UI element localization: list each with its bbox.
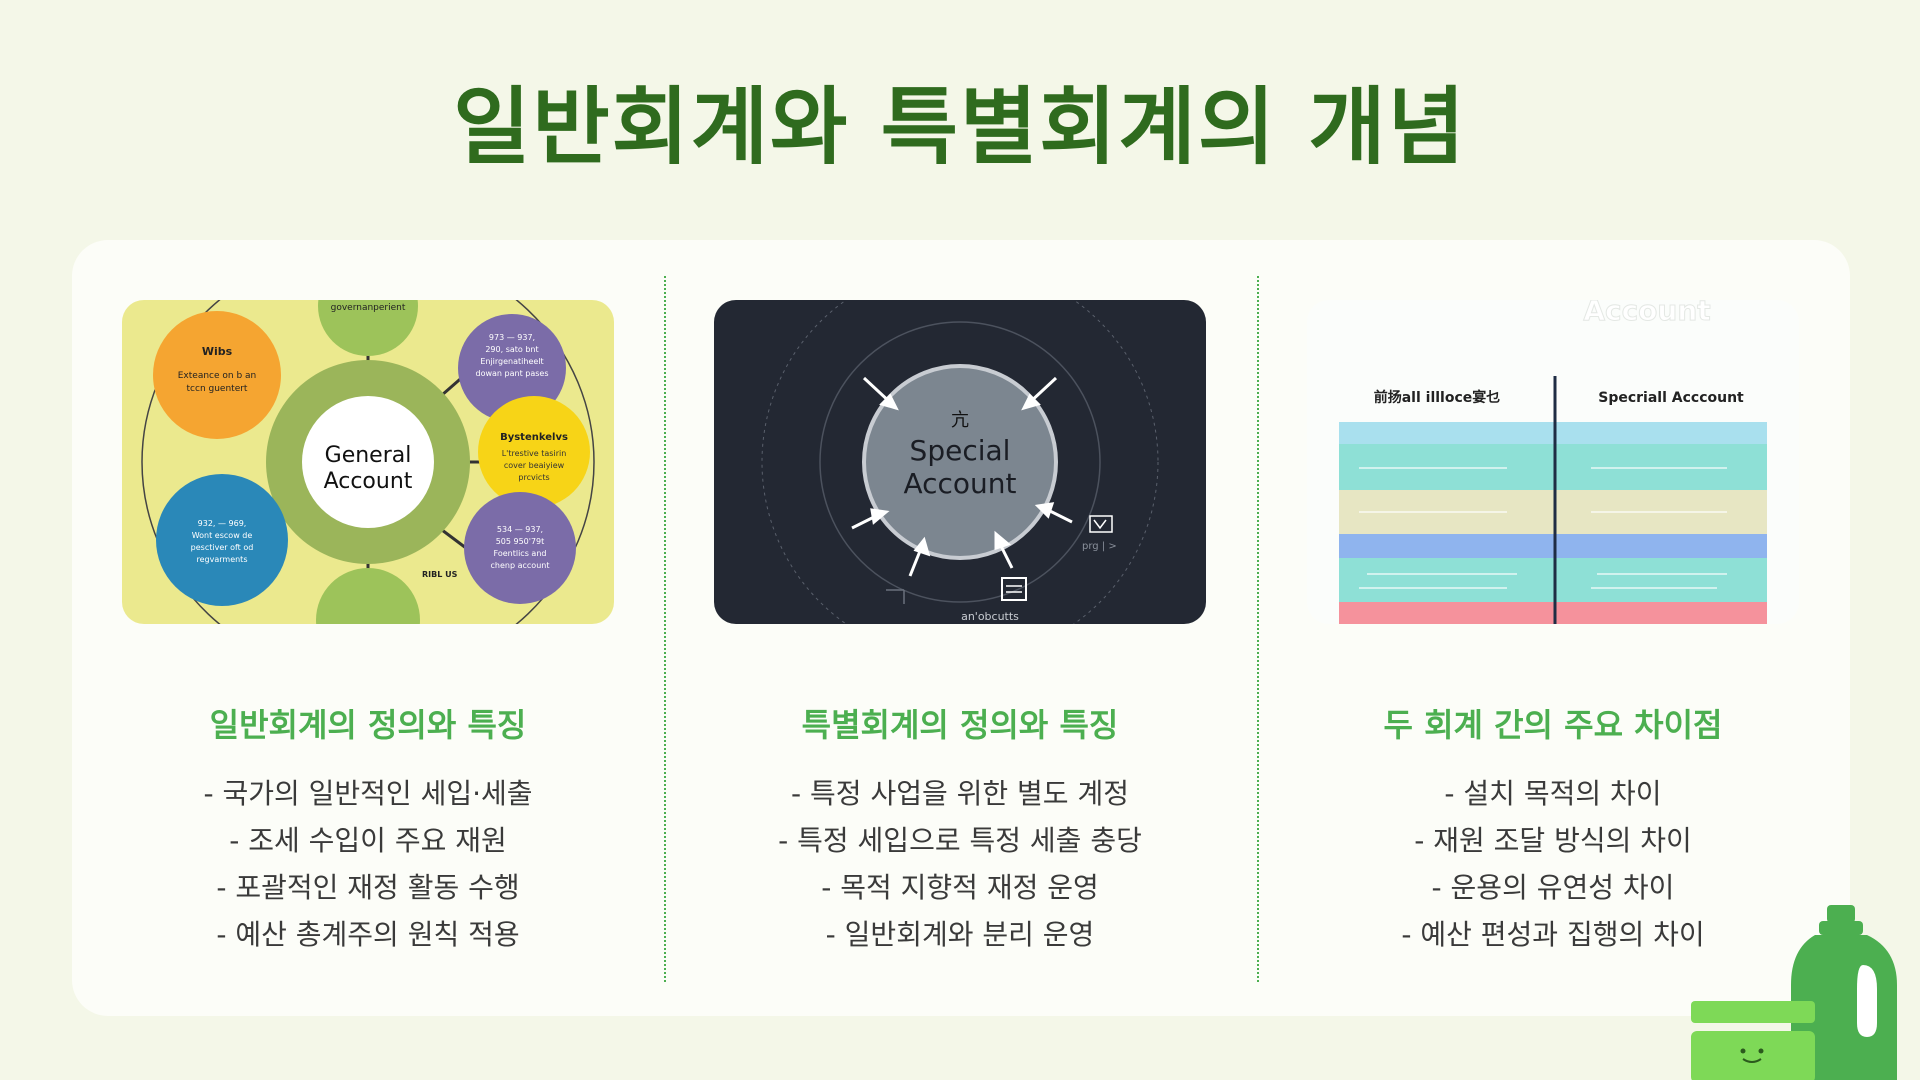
column-divider [1257, 276, 1259, 982]
diagram-label-yellow-title: Bystenkelvs [500, 432, 568, 443]
diagram-label-purple-top: Enjirgenatiheelt [480, 357, 543, 366]
list-item: - 예산 편성과 집행의 차이 [1401, 918, 1705, 951]
special-account-glyph: 亢 [951, 410, 969, 431]
special-account-side-label: prg | > [1082, 541, 1117, 552]
diagram-label-purple-bottom: Foentlics and [494, 549, 547, 558]
list-item: - 포괄적인 재정 활동 수행 [216, 871, 520, 904]
special-account-bullets: - 특정 사업을 위한 별도 계정 - 특정 세입으로 특정 세출 충당 - 목… [664, 770, 1256, 958]
column-special-account: 亢 Special Account [664, 240, 1256, 1016]
diagram-label-blue: pesctiver oft od [191, 543, 254, 552]
list-item: - 설치 목적의 차이 [1444, 777, 1662, 810]
list-item: - 특정 사업을 위한 별도 계정 [791, 777, 1129, 810]
special-account-center-label: Account [903, 467, 1016, 500]
diagram-label-top: governanperient [331, 303, 406, 313]
content-panel: governanperient General Account Wibs Ext… [72, 240, 1850, 1016]
column-divider [664, 276, 666, 982]
column-differences: Account 前扬all illloce宴乜 Specriall Acccou… [1257, 240, 1849, 1016]
diagram-label-blue: regvarments [197, 555, 248, 564]
diagram-label-yellow-body: cover beaiyiew [504, 461, 565, 470]
column-general-account: governanperient General Account Wibs Ext… [72, 240, 664, 1016]
diagram-label-orange-title: Wibs [202, 345, 233, 358]
diagram-label-purple-bottom: chenp account [491, 561, 550, 570]
diagram-label-side: RIBL US [422, 570, 458, 579]
special-account-center-label: Special [910, 434, 1011, 467]
list-item: - 특정 세입으로 특정 세출 충당 [778, 824, 1142, 857]
detergent-bottle-icon [1685, 905, 1920, 1080]
diagram-label-blue: Wont escow de [192, 531, 253, 540]
list-item: - 국가의 일반적인 세입·세출 [203, 777, 533, 810]
general-account-heading: 일반회계의 정의와 특징 [209, 706, 527, 744]
list-item: - 운용의 유연성 차이 [1431, 871, 1675, 904]
table-header-right: Specriall Acccount [1598, 390, 1744, 406]
diagram-label-purple-bottom: 505 950'79t [496, 537, 545, 546]
page-title: 일반회계와 특별회계의 개념 [453, 78, 1467, 176]
diagram-label-purple-bottom: 534 — 937, [497, 525, 543, 534]
general-account-bullets: - 국가의 일반적인 세입·세출 - 조세 수입이 주요 재원 - 포괄적인 재… [72, 770, 664, 958]
list-item: - 목적 지향적 재정 운영 [821, 871, 1099, 904]
special-account-diagram: 亢 Special Account [714, 300, 1206, 624]
diagram-label-yellow-body: L'trestive tasirin [502, 449, 567, 458]
differences-bullets: - 설치 목적의 차이 - 재원 조달 방식의 차이 - 운용의 유연성 차이 … [1257, 770, 1849, 958]
list-item: - 예산 총계주의 원칙 적용 [216, 918, 520, 951]
list-item: - 일반회계와 분리 운영 [825, 918, 1095, 951]
diagram-label-orange-body: Exteance on b an [178, 371, 257, 381]
diagram-label-blue: 932, — 969, [198, 519, 247, 528]
diagram-label-yellow-body: prcvicts [518, 473, 549, 482]
table-header-left: 前扬all illloce宴乜 [1374, 389, 1501, 406]
special-account-heading: 특별회계의 정의와 특징 [801, 706, 1119, 744]
comparison-table-image: Account 前扬all illloce宴乜 Specriall Acccou… [1307, 300, 1799, 624]
table-watermark: Account [1583, 300, 1710, 327]
differences-heading: 두 회계 간의 주요 차이점 [1383, 706, 1723, 744]
list-item: - 재원 조달 방식의 차이 [1414, 824, 1692, 857]
diagram-label-purple-top: 973 — 937, [489, 333, 535, 342]
diagram-label-purple-top: dowan pant pases [476, 369, 549, 378]
list-item: - 조세 수입이 주요 재원 [229, 824, 507, 857]
general-account-center-label: General [325, 443, 412, 468]
special-account-bottom-label: an'obcutts [961, 610, 1019, 623]
diagram-label-orange-body: tccn guentert [187, 384, 248, 394]
diagram-label-purple-top: 290, sato bnt [485, 345, 538, 354]
general-account-diagram: governanperient General Account Wibs Ext… [122, 300, 614, 624]
general-account-center-label: Account [324, 469, 413, 494]
